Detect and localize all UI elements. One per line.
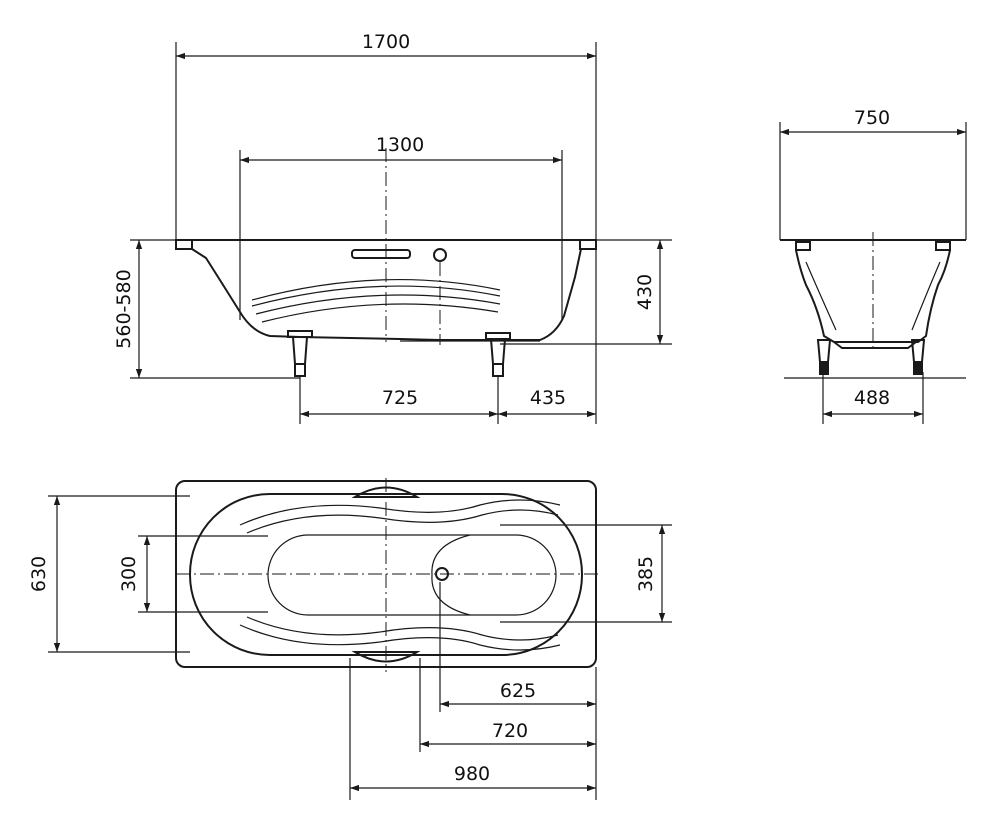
label-488: 488 bbox=[854, 387, 890, 409]
label-725: 725 bbox=[382, 387, 418, 409]
end-body-profile bbox=[795, 249, 951, 343]
rim-lip-right bbox=[579, 239, 597, 250]
rim-lip-left bbox=[175, 239, 193, 250]
end-inner-left bbox=[805, 261, 837, 331]
tub-body-profile bbox=[191, 248, 582, 341]
label-300: 300 bbox=[118, 556, 140, 592]
label-430: 430 bbox=[634, 274, 656, 310]
label-560-580: 560-580 bbox=[113, 269, 135, 348]
side-elevation-view: 1700 1300 560-580 430 725 435 bbox=[113, 31, 672, 424]
end-rim-lip-right bbox=[935, 241, 951, 251]
plan-bottom-oval bbox=[267, 534, 557, 616]
end-inner-right bbox=[911, 261, 941, 331]
wave-line-4 bbox=[261, 303, 499, 323]
label-1700: 1700 bbox=[362, 31, 410, 53]
wave-line-2 bbox=[251, 285, 501, 307]
label-630: 630 bbox=[28, 556, 50, 592]
side-grip-slot bbox=[351, 249, 411, 259]
plan-grip-top bbox=[351, 486, 421, 498]
end-rim-lip-left bbox=[795, 241, 811, 251]
label-435: 435 bbox=[530, 387, 566, 409]
foot-left bbox=[287, 330, 313, 377]
plan-view: 630 300 385 625 720 980 bbox=[28, 478, 672, 800]
end-elevation-view: 750 488 bbox=[779, 107, 967, 424]
label-720: 720 bbox=[492, 720, 528, 742]
plan-wave-bottom-2 bbox=[246, 616, 559, 641]
end-foot-left bbox=[816, 339, 832, 375]
wave-line-3 bbox=[255, 294, 501, 315]
plan-wave-bottom-1 bbox=[239, 624, 561, 651]
plan-drain-recess bbox=[431, 534, 471, 616]
label-750: 750 bbox=[854, 107, 890, 129]
label-385: 385 bbox=[635, 556, 657, 592]
plan-wave-top-2 bbox=[246, 509, 559, 534]
plan-wave-top-1 bbox=[239, 499, 561, 526]
plan-grip-bottom bbox=[351, 651, 421, 663]
label-1300: 1300 bbox=[376, 134, 424, 156]
overflow-circle bbox=[433, 248, 447, 262]
foot-right bbox=[485, 332, 511, 377]
label-625: 625 bbox=[500, 680, 536, 702]
wave-line-1 bbox=[251, 279, 501, 301]
label-980: 980 bbox=[454, 763, 490, 785]
end-foot-right bbox=[910, 339, 926, 375]
